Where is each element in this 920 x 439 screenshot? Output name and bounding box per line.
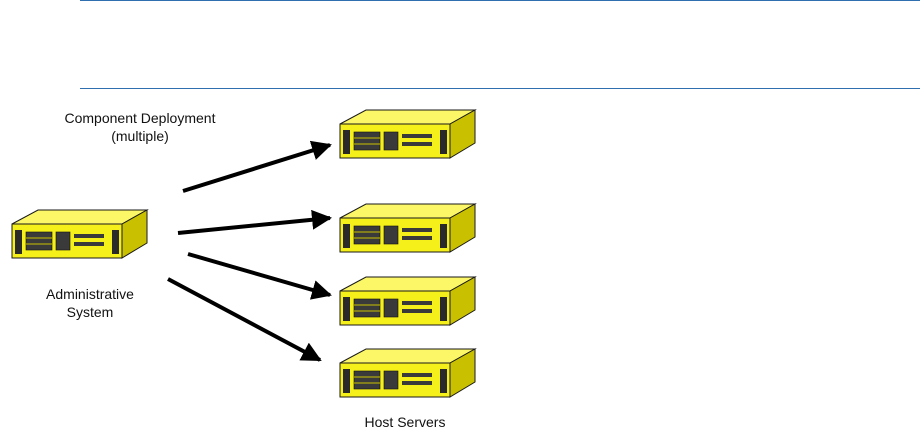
bottom-divider	[80, 88, 920, 89]
server-icon	[339, 276, 476, 326]
edge-arrow-2	[177, 209, 332, 235]
admin-system-label: Administrative System	[20, 285, 160, 321]
server-icon	[339, 348, 476, 398]
admin-label-line2: System	[66, 304, 114, 320]
server-icon	[339, 109, 476, 159]
top-divider	[80, 0, 920, 1]
server-icon	[11, 209, 148, 259]
edge-arrow-4	[167, 277, 322, 362]
deployment-label: Component Deployment (multiple)	[40, 109, 240, 145]
admin-label-line1: Administrative	[46, 286, 134, 302]
edge-arrow-3	[187, 252, 332, 300]
edge-arrow-1	[182, 140, 332, 193]
server-icon	[339, 203, 476, 253]
host-servers-label: Host Servers	[364, 414, 446, 430]
deployment-label-line1: Component Deployment	[64, 110, 216, 126]
deployment-label-line2: (multiple)	[111, 128, 169, 144]
